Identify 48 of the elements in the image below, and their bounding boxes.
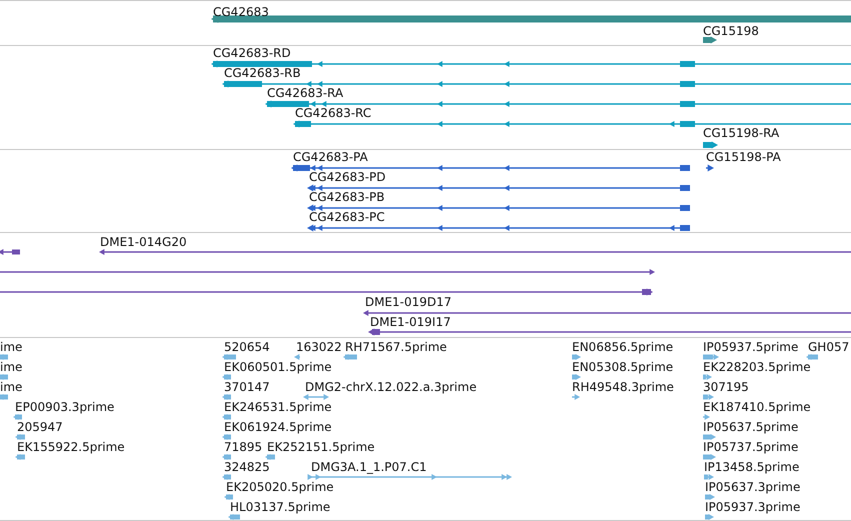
feature-label: CG42683-RB <box>224 66 301 80</box>
feature-label: 370147 <box>224 380 270 394</box>
feature-label: CG42683-RC <box>295 106 372 120</box>
feature-label: CG15198-RA <box>703 126 780 140</box>
feature-label: DME1-019D17 <box>365 295 452 309</box>
feature-label: IP05637.3prime <box>705 480 800 494</box>
feature-label: IP13458.5prime <box>704 460 800 474</box>
feature-label: CG42683-RA <box>267 86 344 100</box>
feature-label: 71895 <box>224 440 262 454</box>
feature-label: EN06856.5prime <box>572 340 674 354</box>
feature-label: IP05737.5prime <box>703 440 798 454</box>
feature-label: IP05637.5prime <box>703 420 798 434</box>
feature-label: EK252151.5prime <box>267 440 375 454</box>
feature-label: CG42683-PA <box>293 150 368 164</box>
feature-label: EK155922.5prime <box>17 440 125 454</box>
feature-label: RH49548.3prime <box>572 380 674 394</box>
feature-label: EK246531.5prime <box>224 400 332 414</box>
feature-label: RH71567.5prime <box>345 340 447 354</box>
feature-label: EK187410.5prime <box>703 400 811 414</box>
feature-label: GH057 <box>808 340 850 354</box>
feature-label: CG15198-PA <box>706 150 781 164</box>
feature-label: 163022 <box>296 340 342 354</box>
feature-label: 205947 <box>17 420 63 434</box>
feature-label: CG42683-PD <box>309 170 386 184</box>
feature-label: EN05308.5prime <box>572 360 674 374</box>
feature-label: EK205020.5prime <box>226 480 334 494</box>
feature-label: CG42683-PC <box>309 210 385 224</box>
feature-label: CG42683 <box>213 5 269 19</box>
feature-label: EK060501.5prime <box>224 360 332 374</box>
feature-label: 307195 <box>703 380 749 394</box>
feature-label: HL03137.5prime <box>230 500 330 514</box>
feature-label: CG42683-PB <box>309 190 385 204</box>
feature-label: DMG2-chrX.12.022.a.3prime <box>305 380 477 394</box>
feature-label: ime <box>0 380 22 394</box>
feature-label: DME1-019I17 <box>370 315 451 329</box>
feature-label: CG15198 <box>703 24 759 38</box>
feature-label: CG42683-RD <box>213 46 291 60</box>
feature-label: ime <box>0 340 22 354</box>
feature-label: ime <box>0 360 22 374</box>
feature-label: 324825 <box>224 460 270 474</box>
feature-label: IP05937.5prime <box>703 340 798 354</box>
feature-label: EP00903.3prime <box>15 400 114 414</box>
feature-label: EK228203.5prime <box>703 360 811 374</box>
feature-label: DME1-014G20 <box>100 235 187 249</box>
feature-label: IP05937.3prime <box>705 500 800 514</box>
feature-label: 520654 <box>224 340 270 354</box>
feature-label: DMG3A.1_1.P07.C1 <box>311 460 427 474</box>
feature-label: EK061924.5prime <box>224 420 332 434</box>
